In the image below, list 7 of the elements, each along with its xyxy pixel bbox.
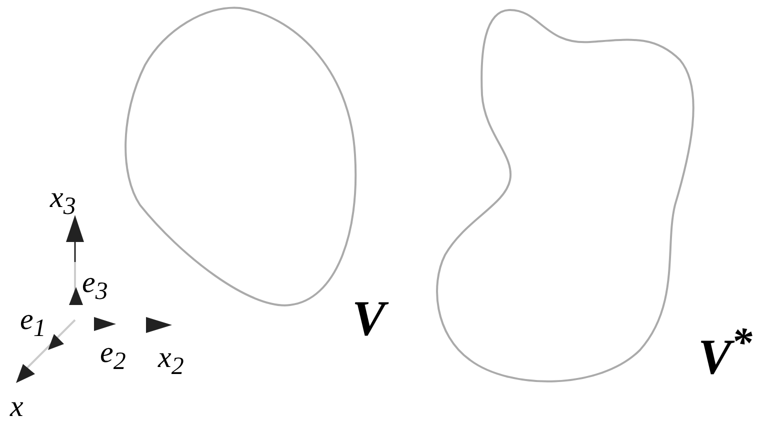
axis-label: x bbox=[10, 392, 24, 422]
axis-label: e$_{2}$ bbox=[100, 338, 126, 374]
region-label: V$^{*}$ bbox=[698, 323, 752, 382]
axis-label: e$_{3}$ bbox=[82, 268, 108, 304]
axis-label: e$_{1}$ bbox=[20, 305, 46, 341]
axis-label: x$_{2}$ bbox=[158, 343, 184, 379]
axis-label: x$_{3}$ bbox=[50, 183, 76, 219]
